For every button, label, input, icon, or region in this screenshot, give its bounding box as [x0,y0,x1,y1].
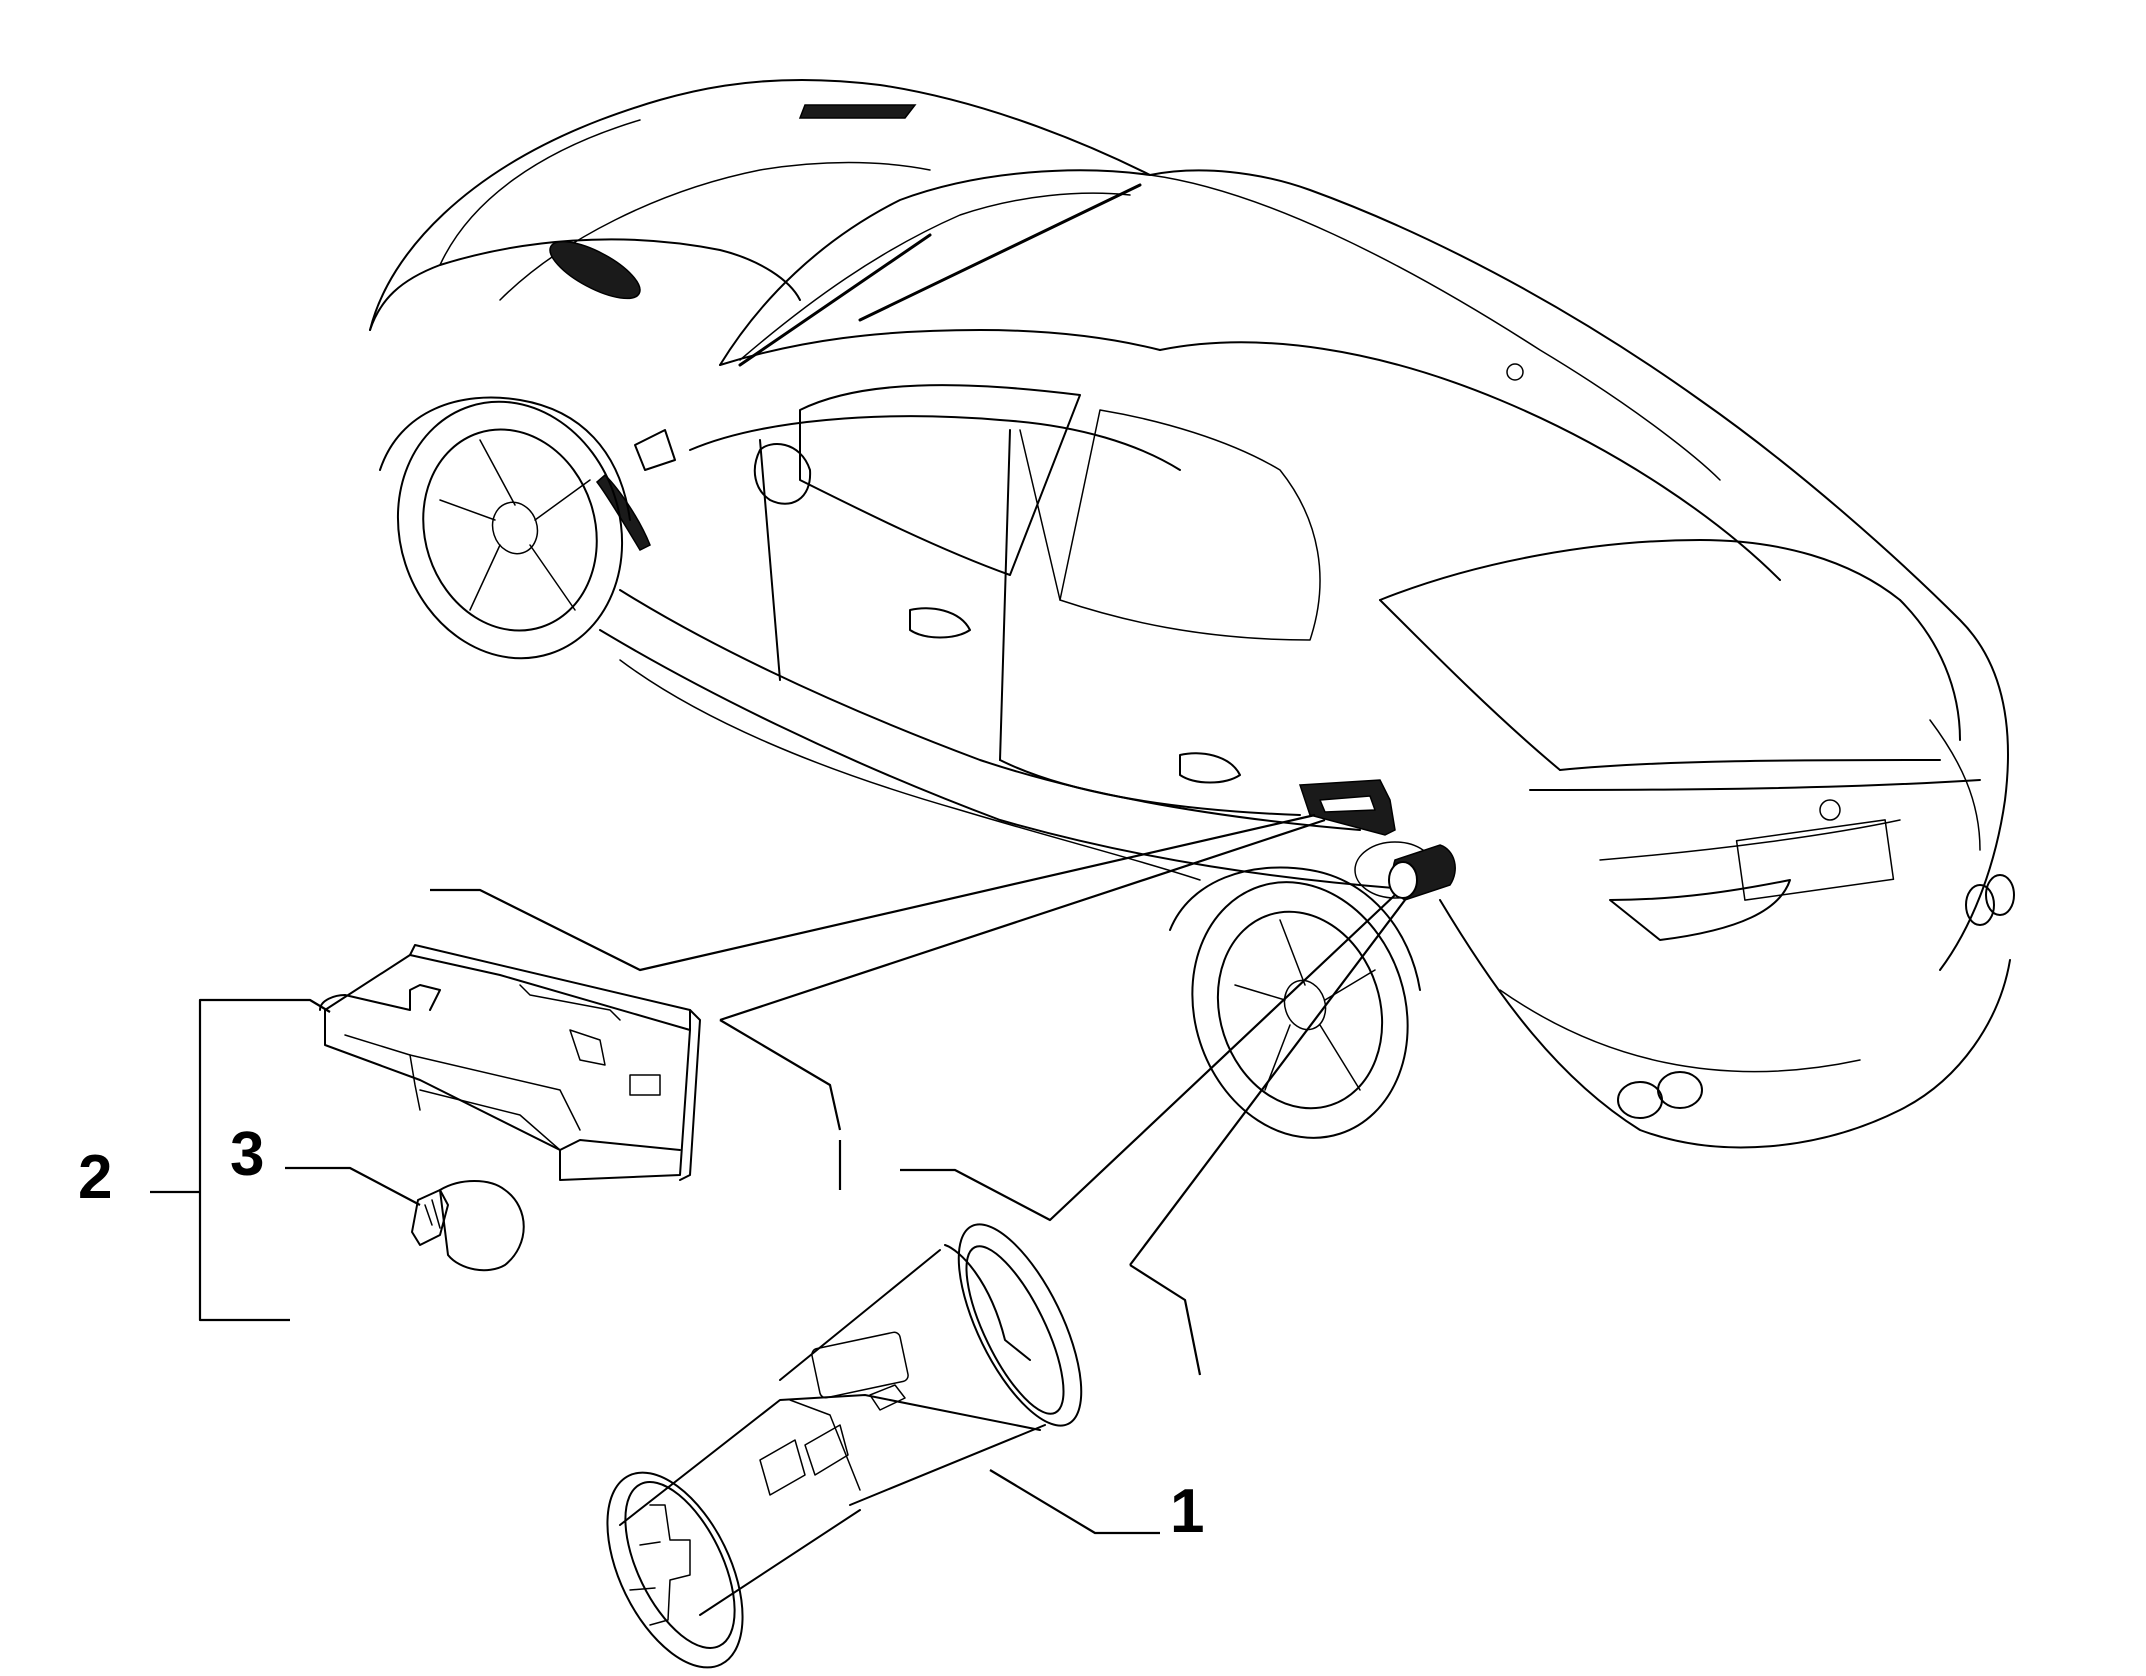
power-outlet-socket [606,1223,1083,1669]
callout-1-leader [989,1469,1160,1535]
exhaust-tip-icon [1657,1071,1703,1109]
installed-lamp-icon [1298,779,1396,836]
fender-vent-icon [595,473,651,551]
callout-number-3: 3 [230,1120,264,1189]
roof-antenna-icon [1506,363,1524,381]
callout-number-1: 1 [1170,1477,1204,1546]
front-wheel-icon [379,396,631,660]
rear-wheel-icon [1169,866,1421,1139]
fender-badge-icon [634,429,676,471]
door-handle-icon [1179,752,1241,784]
callout-leader-lines [430,813,1406,1376]
car-illustration [369,78,2015,1149]
callout-2-bracket [150,998,331,1322]
callout-3-leader [285,1166,421,1206]
installed-socket-icon [1388,844,1456,901]
side-mirror-icon [753,443,812,505]
licence-plate-lamp-housing [319,944,701,1181]
cowl-vent-icon [798,104,917,119]
rear-badge-icon [1819,799,1841,821]
door-handle-icon [909,607,971,639]
hood-vent-icon [549,240,641,300]
exhaust-tip-icon [1965,884,1995,926]
wedge-bulb [411,1180,525,1272]
callout-number-2: 2 [78,1143,112,1212]
exhaust-tip-icon [1617,1081,1663,1119]
exhaust-tip-icon [1985,874,2015,916]
